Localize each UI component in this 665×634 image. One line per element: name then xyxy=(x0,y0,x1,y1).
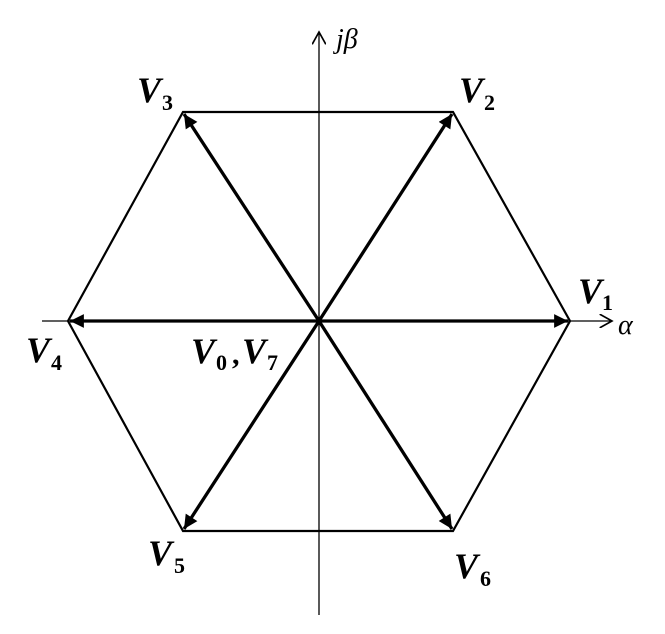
svg-text:V: V xyxy=(242,331,269,371)
svg-text:1: 1 xyxy=(602,290,613,315)
vector-label-v4: V 4 xyxy=(26,330,62,375)
svg-text:,: , xyxy=(232,338,240,371)
vector-label-v3: V 3 xyxy=(137,70,173,115)
zero-vectors-label: V 0 , V 7 xyxy=(191,331,278,375)
vector-label-v2: V 2 xyxy=(459,70,495,115)
beta-axis-label: jβ xyxy=(333,24,358,55)
svg-text:V: V xyxy=(454,546,481,586)
vector-v6-arrow xyxy=(317,320,454,530)
svg-text:2: 2 xyxy=(484,90,495,115)
svg-text:4: 4 xyxy=(51,350,62,375)
vector-label-v6: V 6 xyxy=(454,546,491,591)
svg-text:5: 5 xyxy=(174,553,185,578)
vector-v2-arrow xyxy=(317,113,454,322)
vector-label-v5: V 5 xyxy=(148,533,185,578)
vector-v5-arrow xyxy=(182,320,321,530)
svg-text:V: V xyxy=(148,533,175,573)
svg-text:0: 0 xyxy=(216,350,227,375)
vector-v3-arrow xyxy=(182,113,321,322)
svg-text:7: 7 xyxy=(267,350,278,375)
vector-label-v1: V 1 xyxy=(578,271,613,315)
svg-text:3: 3 xyxy=(162,90,173,115)
svg-text:V: V xyxy=(578,271,605,311)
svg-text:V: V xyxy=(459,70,486,110)
svg-text:V: V xyxy=(26,330,53,370)
alpha-axis-label: α xyxy=(618,310,634,341)
svg-text:V: V xyxy=(191,331,218,371)
svg-text:V: V xyxy=(137,70,164,110)
svg-text:6: 6 xyxy=(480,566,491,591)
